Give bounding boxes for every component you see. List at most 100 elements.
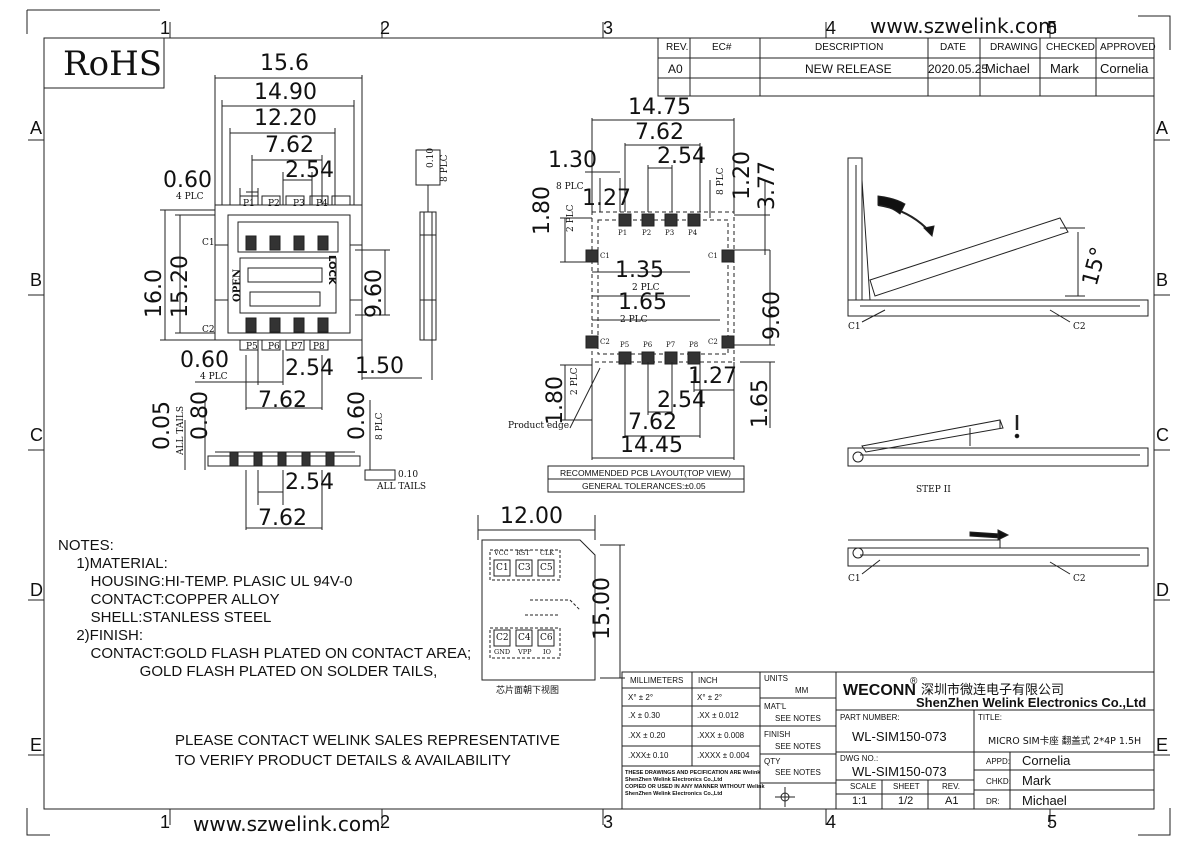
matl-label: MAT'L (764, 702, 787, 711)
dim-0-60-bottom: 0.60 (180, 348, 229, 373)
dim-0-80: 0.80 (188, 391, 213, 440)
matl-value: SEE NOTES (775, 714, 821, 723)
pcb-dim-1-30: 1.30 (548, 148, 597, 173)
dim-16-0: 16.0 (142, 269, 167, 318)
ec-header: EC# (712, 42, 732, 53)
zone-col-3: 3 (603, 18, 614, 38)
zone-col-4-bottom: 4 (826, 812, 837, 832)
product-edge-label: Product edge (508, 421, 570, 431)
dim-7-62-mid: 7.62 (258, 388, 307, 413)
tol-header-mm: MILLIMETERS (630, 676, 684, 685)
pcb-note-8plc-right: 8 PLC (716, 167, 726, 195)
company-en: ShenZhen Welink Electronics Co.,Ltd (916, 695, 1147, 710)
note-all-tails-right: ALL TAILS (377, 482, 427, 492)
card-label-vcc: VCC (494, 549, 509, 557)
pcb-note-2plc-a: 2 PLC (566, 204, 576, 232)
pcb-tolerance: GENERAL TOLERANCES:±0.05 (582, 481, 706, 491)
rev-value-block: A1 (945, 795, 959, 807)
pad-c1-left: C1 (600, 252, 610, 260)
tol-inch-2: .XXX ± 0.008 (697, 731, 745, 740)
pcb-dim-1-27-bottom: 1.27 (688, 364, 737, 389)
website-url-bottom: www.szwelink.com (193, 812, 381, 836)
drawing-border (43, 37, 1155, 810)
tol-inch-1: .XX ± 0.012 (697, 711, 739, 720)
card-label-vpp: VPP (518, 648, 532, 656)
pcb-layout (547, 118, 775, 493)
pcb-dim-9-60: 9.60 (760, 291, 785, 340)
pcb-caption: RECOMMENDED PCB LAYOUT(TOP VIEW) (560, 468, 731, 478)
date-value: 2020.05.25 (928, 62, 989, 76)
dim-0-60-side: 0.60 (345, 391, 370, 440)
dim-2-54-mid: 2.54 (285, 356, 334, 381)
card-c5: C5 (540, 563, 553, 573)
tol-mm-1: .X ± 0.30 (628, 711, 660, 720)
pcb-dim-1-65-mid: 1.65 (618, 290, 667, 315)
step1-c1: C1 (848, 322, 861, 332)
disclaimer-1: THESE DRAWINGS AND PECIFICATION ARE Weli… (625, 770, 761, 776)
pcb-dim-1-80-top: 1.80 (530, 186, 555, 235)
tol-mm-0: X° ± 2° (628, 693, 654, 702)
zone-col-1: 1 (160, 18, 171, 38)
notes-line: 1)MATERIAL: (68, 555, 168, 572)
units-value: MM (795, 686, 809, 695)
pcb-dim-2-54-top: 2.54 (657, 144, 706, 169)
card-label-rst: RST (516, 549, 530, 557)
dim-9-60: 9.60 (362, 269, 387, 318)
finish-label: FINISH (764, 730, 791, 739)
pin-p2: P2 (268, 199, 280, 209)
dim-15-6: 15.6 (260, 51, 309, 76)
zone-col-2: 2 (380, 18, 391, 38)
pcb-note-2plc-d: 2 PLC (570, 367, 580, 395)
dr-label: DR: (986, 797, 1000, 806)
zone-row-b: B (30, 270, 43, 290)
qty-value: SEE NOTES (775, 768, 821, 777)
contact-line-1: PLEASE CONTACT WELINK SALES REPRESENTATI… (175, 732, 560, 749)
zone-col-3-bottom: 3 (603, 812, 614, 832)
drawing-value: Michael (985, 61, 1030, 76)
card-c4: C4 (518, 633, 531, 643)
tol-header-inch: INCH (698, 676, 718, 685)
side-flatness: 0.10 (426, 147, 436, 168)
description-header: DESCRIPTION (815, 42, 884, 53)
label-c1-front: C1 (202, 238, 215, 248)
pcb-dim-14-45: 14.45 (620, 433, 683, 458)
company-cn: 深圳市微连电子有限公司 (921, 683, 1065, 698)
title-value: MICRO SIM卡座 翻盖式 2*4P 1.5H (988, 736, 1142, 747)
appd-label: APPD: (986, 757, 1011, 766)
pin-p4: P4 (316, 199, 328, 209)
step3-c1: C1 (848, 574, 861, 584)
pad-c2-right: C2 (708, 338, 718, 346)
label-c2-front: C2 (202, 325, 215, 335)
pad-p6: P6 (643, 341, 653, 349)
pad-p1: P1 (618, 229, 628, 237)
pcb-dim-2-54-bottom: 2.54 (657, 388, 706, 413)
pcb-dim-14-75: 14.75 (628, 95, 691, 120)
notes-line: CONTACT:COPPER ALLOY (74, 591, 280, 608)
card-c2: C2 (496, 633, 509, 643)
zone-row-a: A (30, 118, 43, 138)
zone-row-a-right: A (1156, 118, 1169, 138)
pad-p3: P3 (665, 229, 675, 237)
dim-2-54-top: 2.54 (285, 158, 334, 183)
zone-row-e: E (30, 735, 43, 755)
zone-col-5-bottom: 5 (1047, 812, 1058, 832)
note-8plc-side: 8 PLC (375, 412, 385, 440)
title-label: TITLE: (978, 713, 1003, 722)
zone-row-b-right: B (1156, 270, 1169, 290)
rev-label: REV. (942, 782, 960, 791)
pad-p2: P2 (642, 229, 652, 237)
pin-p8: P8 (313, 342, 325, 352)
scale-value: 1:1 (852, 795, 868, 807)
rohs-mark: RoHS (63, 44, 163, 84)
description-value: NEW RELEASE (805, 62, 892, 76)
chkd-label: CHKD: (986, 777, 1011, 786)
tol-mm-3: .XXX± 0.10 (628, 751, 669, 760)
pcb-dim-3-77: 3.77 (755, 161, 780, 210)
dwg-no-value: WL-SIM150-073 (852, 764, 947, 779)
dwg-no-label: DWG NO.: (840, 754, 879, 763)
zone-col-4: 4 (826, 18, 837, 38)
drawing-header: DRAWING (990, 42, 1038, 53)
pcb-dim-1-35: 1.35 (615, 258, 664, 283)
notes-block: NOTES: 1)MATERIAL: HOUSING:HI-TEMP. PLAS… (58, 537, 471, 681)
